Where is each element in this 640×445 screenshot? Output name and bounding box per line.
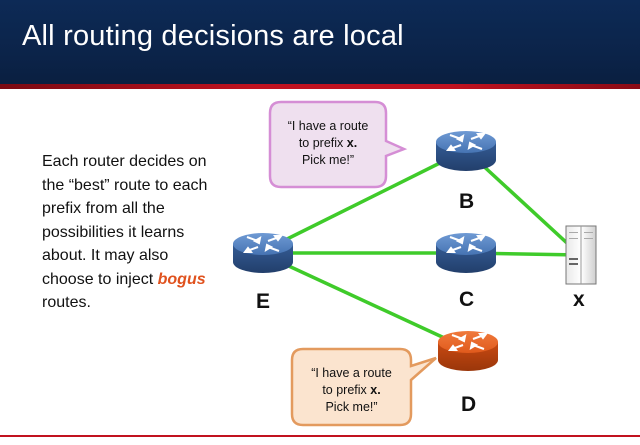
bubble-b-line3: Pick me!”: [301, 153, 355, 167]
bubble-b-text: “I have a route to prefix x. Pick me!”: [272, 118, 384, 169]
router-d-icon: [438, 331, 498, 371]
bubble-d-prefix-x: x.: [370, 383, 381, 397]
header-accent-stripe: [0, 84, 640, 89]
body-text-after: routes.: [42, 294, 91, 311]
footer-accent-line: [0, 435, 640, 437]
node-label-d: D: [461, 393, 477, 416]
node-label-x: x: [573, 288, 585, 311]
bubble-d-line1: “I have a route: [311, 366, 392, 380]
link-e-b: [264, 148, 467, 252]
router-e-icon: [233, 233, 293, 273]
link-e-d: [264, 253, 467, 350]
node-label-e: E: [256, 290, 271, 313]
bubble-d-line3: Pick me!”: [325, 400, 378, 414]
node-label-c: C: [459, 288, 475, 311]
bubble-d-line2-prefix: to prefix: [322, 383, 371, 397]
node-label-b: B: [459, 190, 475, 213]
body-paragraph: Each router decides on the “best” route …: [42, 150, 217, 315]
bubble-d-line2: to prefix x.: [294, 382, 409, 399]
server-x-icon: [565, 225, 597, 285]
slide-title: All routing decisions are local: [22, 20, 404, 52]
bubble-b-line2: to prefix x.: [272, 135, 384, 152]
bubble-b-line2-prefix: to prefix: [298, 136, 347, 150]
speech-bubble-b: [268, 100, 408, 189]
bubble-d-text: “I have a route to prefix x. Pick me!”: [294, 365, 409, 416]
slide-header: [0, 0, 640, 84]
speech-bubble-d: [290, 347, 437, 427]
body-text-before: Each router decides on the “best” route …: [42, 153, 208, 288]
bubble-b-prefix-x: x.: [346, 136, 358, 150]
router-c-icon: [436, 233, 496, 273]
bubble-b-line1: “I have a route: [287, 119, 369, 133]
bogus-emphasis: bogus: [157, 270, 206, 288]
router-b-icon: [436, 131, 496, 171]
